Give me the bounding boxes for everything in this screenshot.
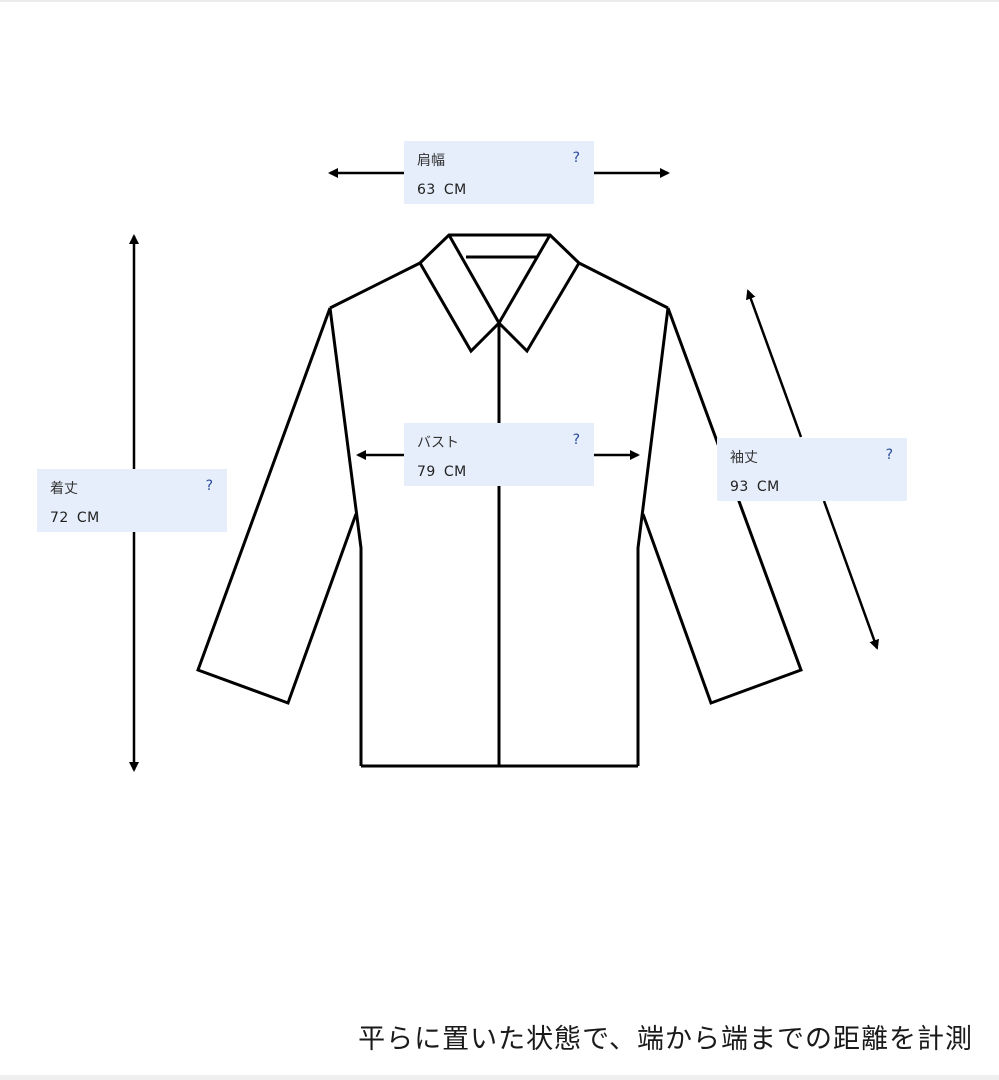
left-body-side <box>328 307 363 766</box>
measurement-caption: 平らに置いた状態で、端から端までの距離を計測 <box>358 1024 973 1055</box>
left-lapel <box>418 234 501 354</box>
sleeve-length-number: 93 <box>730 479 749 495</box>
right-shoulder <box>578 261 669 310</box>
shoulder-width-value: 63 CM <box>417 182 467 198</box>
shoulder-width-label: 肩幅 ? 63 CM <box>404 141 594 204</box>
left-shoulder <box>329 261 421 310</box>
left-sleeve <box>196 307 358 705</box>
top-edge <box>0 0 999 2</box>
sleeve-length-title: 袖丈 <box>730 450 758 466</box>
help-icon[interactable]: ? <box>572 150 580 166</box>
right-body-side <box>636 307 670 766</box>
right-sleeve <box>641 307 803 705</box>
length-label: 着丈 ? 72 CM <box>37 469 227 532</box>
sleeve-length-label: 袖丈 ? 93 CM <box>717 438 907 501</box>
sleeve-length-unit: CM <box>756 479 780 495</box>
help-icon[interactable]: ? <box>572 432 580 448</box>
measurement-arrows <box>129 168 879 772</box>
collar-band <box>418 233 581 265</box>
bust-title: バスト <box>417 435 459 451</box>
shoulder-width-title: 肩幅 <box>417 153 445 169</box>
shirt-outline <box>196 233 803 768</box>
bust-unit: CM <box>443 464 467 480</box>
bust-label: バスト ? 79 CM <box>404 423 594 486</box>
bust-number: 79 <box>417 464 436 480</box>
bust-value: 79 CM <box>417 464 467 480</box>
help-icon[interactable]: ? <box>885 447 893 463</box>
sleeve-arrow-bottom <box>822 500 879 650</box>
length-number: 72 <box>50 510 69 526</box>
sleeve-length-value: 93 CM <box>730 479 780 495</box>
bottom-edge <box>0 1075 999 1080</box>
length-title: 着丈 <box>50 481 78 497</box>
right-lapel <box>497 234 581 354</box>
sleeve-arrow-top <box>746 289 803 438</box>
help-icon[interactable]: ? <box>205 478 213 494</box>
length-unit: CM <box>76 510 100 526</box>
shoulder-width-number: 63 <box>417 182 436 198</box>
shoulder-width-unit: CM <box>443 182 467 198</box>
length-value: 72 CM <box>50 510 100 526</box>
